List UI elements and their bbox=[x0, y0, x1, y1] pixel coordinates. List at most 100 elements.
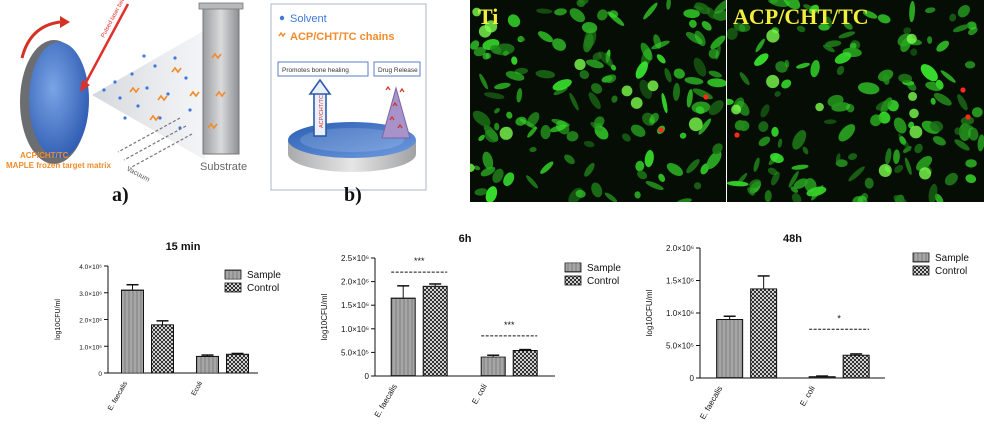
cell bbox=[747, 187, 755, 196]
cell-bright bbox=[688, 117, 703, 132]
y-tick-label: 5.0×10⁵ bbox=[341, 348, 369, 357]
bar-sample bbox=[808, 376, 836, 379]
legend-solvent: Solvent bbox=[290, 13, 327, 25]
cell bbox=[664, 67, 672, 83]
cell bbox=[827, 94, 844, 107]
significance-label: *** bbox=[414, 256, 425, 266]
cell bbox=[630, 124, 646, 137]
cell bbox=[755, 38, 765, 53]
cell bbox=[781, 79, 792, 89]
legend-label: Control bbox=[247, 283, 279, 294]
legend-swatch bbox=[224, 269, 242, 280]
cell bbox=[727, 98, 734, 106]
cell bbox=[706, 150, 722, 170]
chart-title: 48h bbox=[783, 233, 802, 245]
cell bbox=[764, 190, 772, 202]
cell-bright bbox=[499, 126, 513, 140]
target-label-line1: ACP/CHT/TC bbox=[20, 151, 69, 160]
cell bbox=[848, 153, 858, 161]
panel-label-b: b) bbox=[344, 184, 362, 206]
y-axis-label: log10CFU/ml bbox=[55, 299, 62, 340]
cell bbox=[529, 147, 537, 153]
cell bbox=[893, 195, 907, 202]
y-tick-label: 3.0×10⁶ bbox=[79, 291, 102, 298]
box-bone-healing-text: Promotes bone healing bbox=[282, 67, 349, 74]
bar-sample bbox=[196, 355, 219, 374]
cell-field-ti bbox=[470, 0, 726, 202]
cell bbox=[540, 161, 554, 174]
cell bbox=[966, 21, 977, 30]
cell bbox=[635, 160, 645, 172]
laser-label: Pulsed laser beam bbox=[100, 0, 129, 39]
cell bbox=[894, 164, 904, 173]
cell bbox=[954, 139, 970, 151]
cell bbox=[569, 92, 579, 111]
bar-control bbox=[750, 288, 778, 379]
cell bbox=[932, 136, 946, 146]
cell bbox=[713, 10, 726, 21]
cell bbox=[640, 42, 653, 61]
cell bbox=[904, 157, 912, 175]
y-tick-label: 0 bbox=[365, 372, 370, 381]
cell bbox=[666, 163, 683, 176]
cell-bright bbox=[470, 163, 475, 172]
cell-bright bbox=[766, 74, 780, 89]
cell bbox=[649, 112, 659, 124]
cell-bright bbox=[906, 33, 917, 44]
cell bbox=[753, 157, 760, 172]
cell bbox=[808, 4, 819, 15]
bar-control bbox=[512, 350, 538, 377]
bar-sample bbox=[716, 319, 744, 379]
cell bbox=[771, 126, 779, 137]
cell bbox=[710, 35, 726, 50]
cell bbox=[914, 143, 923, 154]
cell bbox=[893, 149, 900, 164]
cell bbox=[834, 52, 852, 64]
cell bbox=[597, 9, 608, 21]
dead-cell bbox=[703, 94, 709, 100]
cell bbox=[684, 77, 704, 85]
cell bbox=[870, 114, 882, 127]
cell bbox=[610, 64, 617, 71]
cell bbox=[507, 14, 521, 28]
cell bbox=[803, 4, 812, 10]
y-tick-label: 0 bbox=[98, 371, 102, 378]
bar-control bbox=[226, 353, 249, 374]
cell bbox=[739, 72, 750, 86]
cell bbox=[689, 19, 697, 28]
cell bbox=[698, 118, 712, 135]
x-tick-label: Ecoli bbox=[191, 380, 205, 397]
cell bbox=[708, 48, 719, 59]
cell bbox=[658, 173, 666, 183]
x-tick-label: E. coli bbox=[470, 382, 489, 406]
cell bbox=[502, 50, 509, 56]
cell bbox=[515, 116, 527, 126]
cell bbox=[916, 155, 933, 171]
cell bbox=[796, 62, 810, 69]
y-tick-label: 2.5×10⁶ bbox=[341, 254, 369, 263]
legend-chains: ACP/CHT/TC chains bbox=[290, 31, 395, 43]
cell bbox=[708, 100, 724, 116]
cell-field-acp bbox=[727, 0, 984, 202]
cell bbox=[952, 24, 970, 33]
cell-bright bbox=[909, 125, 923, 139]
cell bbox=[490, 45, 502, 55]
y-tick-label: 1.0×10⁶ bbox=[666, 309, 694, 318]
cell bbox=[957, 94, 968, 111]
y-axis-label: log10CFU/ml bbox=[645, 289, 654, 336]
bar-control bbox=[422, 285, 448, 377]
panel-label-a: a) bbox=[112, 184, 129, 206]
cell-bright bbox=[621, 85, 633, 97]
cell-bright bbox=[630, 97, 643, 109]
chart-title: 15 min bbox=[166, 241, 201, 253]
cell-bright bbox=[484, 20, 498, 33]
cell bbox=[666, 0, 671, 10]
cell bbox=[566, 131, 579, 142]
cell bbox=[930, 120, 944, 132]
cell bbox=[483, 124, 499, 142]
y-tick-label: 0 bbox=[690, 374, 695, 383]
cell bbox=[754, 53, 769, 66]
y-tick-label: 2.0×10⁶ bbox=[666, 244, 694, 253]
cell bbox=[940, 70, 956, 83]
cell bbox=[634, 191, 641, 199]
